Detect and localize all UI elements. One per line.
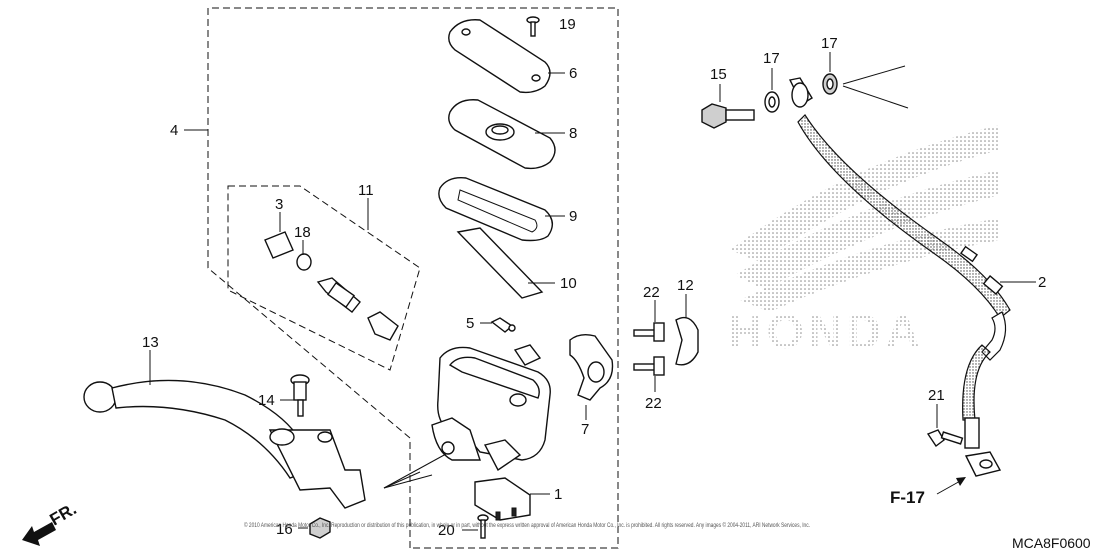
callout-8: 8 xyxy=(569,125,577,142)
callout-6: 6 xyxy=(569,65,577,82)
callout-4: 4 xyxy=(170,122,178,139)
honda-wing-logo: HONDA xyxy=(728,125,1000,359)
master-cylinder-body xyxy=(431,344,551,472)
callout-20: 20 xyxy=(438,522,455,539)
callout-15: 15 xyxy=(710,66,727,83)
sealing-washer-left xyxy=(764,91,780,113)
callout-14: 14 xyxy=(258,392,275,409)
holder-bolt-lower xyxy=(633,356,665,376)
callout-18: 18 xyxy=(294,224,311,241)
switch-screw xyxy=(477,514,489,539)
assembly-4-boundary xyxy=(207,7,619,549)
sealing-washer-right xyxy=(822,73,838,95)
lever-pivot-nut xyxy=(309,517,331,539)
callout-2: 2 xyxy=(1038,274,1046,291)
direction-marker: F-17 xyxy=(890,488,925,507)
callout-5: 5 xyxy=(466,315,474,332)
callout-1: 1 xyxy=(554,486,562,503)
subassembly-11-boundary xyxy=(227,185,421,371)
callout-12: 12 xyxy=(677,277,694,294)
callout-13: 13 xyxy=(142,334,159,351)
callout-11: 11 xyxy=(358,182,374,199)
callout-21: 21 xyxy=(928,387,945,404)
piston-set xyxy=(264,231,399,341)
float-plate xyxy=(456,227,544,299)
diagram-code: MCA8F0600 xyxy=(1012,535,1091,551)
handlebar-holder xyxy=(569,333,614,401)
callout-3: 3 xyxy=(275,196,283,213)
callout-17-left: 17 xyxy=(763,50,780,67)
reservoir-cap xyxy=(448,19,551,94)
pivot-bolt xyxy=(290,374,310,417)
brake-lever xyxy=(83,379,366,509)
handlebar-holder-cap xyxy=(675,316,699,366)
callout-10: 10 xyxy=(560,275,577,292)
callout-19: 19 xyxy=(559,16,576,33)
diaphragm-plate xyxy=(448,99,556,170)
honda-wordmark: HONDA xyxy=(728,306,924,359)
diaphragm xyxy=(438,177,553,242)
callout-16: 16 xyxy=(276,521,293,538)
callout-9: 9 xyxy=(569,208,577,225)
callout-7: 7 xyxy=(581,421,589,438)
cap-screw xyxy=(526,16,540,37)
callouts: 1 2 3 4 5 6 7 8 9 10 11 12 13 14 15 16 1… xyxy=(142,16,1046,539)
leader-lines xyxy=(149,52,1036,531)
callout-22-upper: 22 xyxy=(643,284,660,301)
front-arrow-icon xyxy=(22,522,56,546)
callout-22-lower: 22 xyxy=(645,395,662,412)
holder-bolt-upper xyxy=(633,322,665,342)
hose-clamp-bolt xyxy=(926,429,964,448)
brake-light-switch xyxy=(474,477,531,521)
banjo-bolt xyxy=(701,103,755,129)
brake-hose xyxy=(788,77,1011,477)
callout-17-right: 17 xyxy=(821,35,838,52)
clip-pin xyxy=(490,317,516,333)
copyright-notice: © 2010 American Honda Motor Co., Inc. Re… xyxy=(244,522,810,529)
